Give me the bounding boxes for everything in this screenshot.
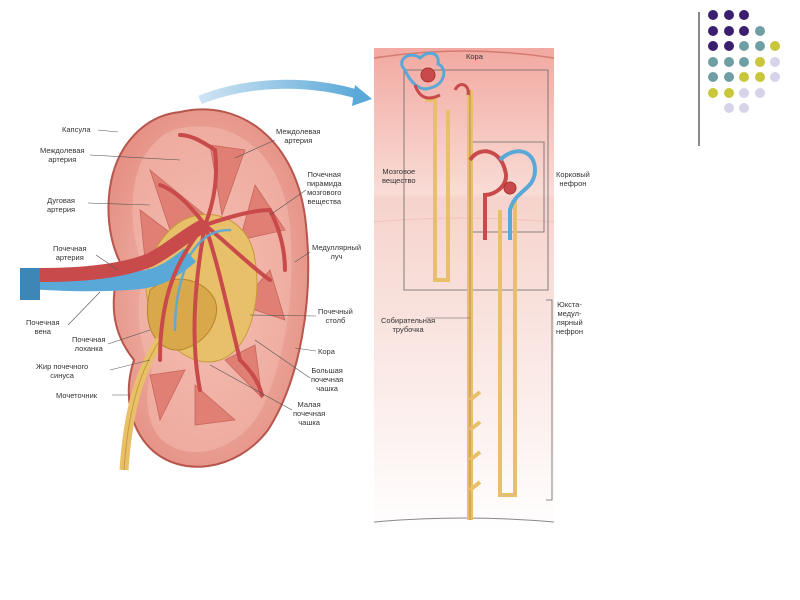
connecting-arrow — [200, 84, 360, 100]
label-kidney-cortex: Кора — [318, 347, 335, 356]
cortical-glomerulus — [504, 182, 516, 194]
label-capsule: Капсула — [62, 125, 90, 134]
juxtamedullary-glomerulus — [421, 68, 435, 82]
label-ureter: Мочеточник — [56, 391, 97, 400]
nephron-section — [374, 48, 554, 533]
label-nephron-cortex: Кора — [466, 52, 483, 61]
